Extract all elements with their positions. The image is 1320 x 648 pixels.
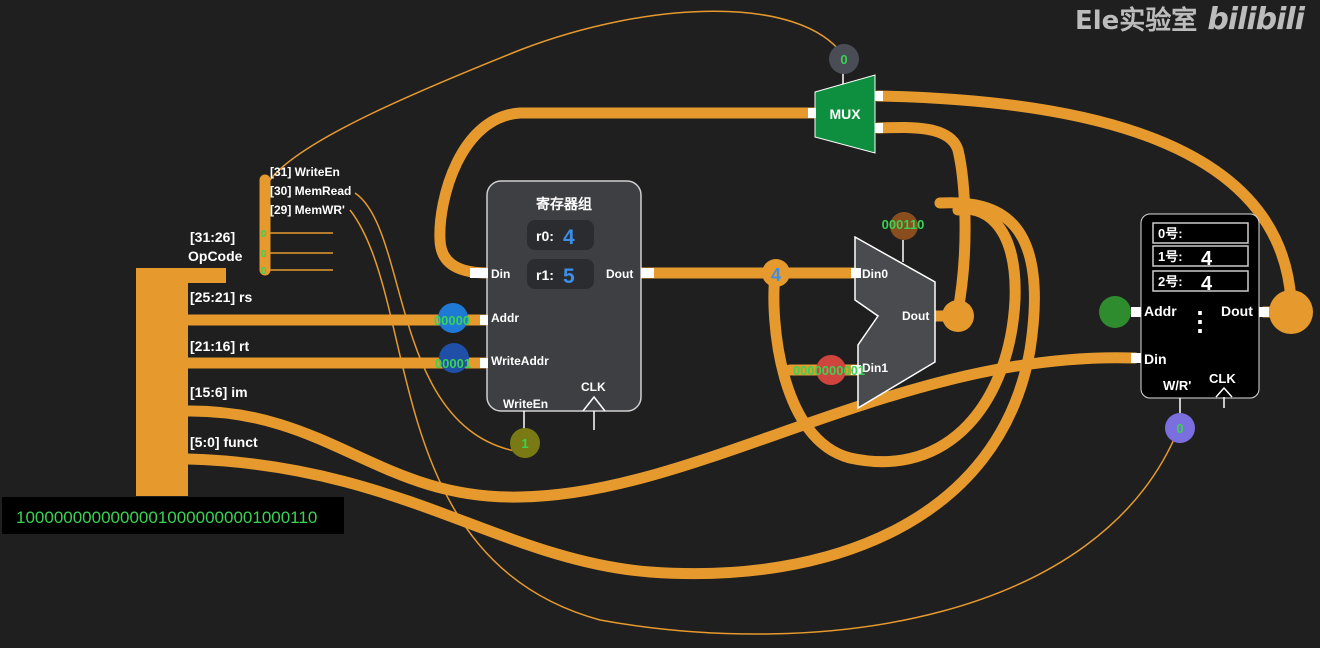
addr-probe-value: 00000: [434, 313, 470, 328]
bus-mux-to-top-mux: [872, 122, 971, 322]
memory-slot-0-label: 0号:: [1158, 226, 1183, 241]
middle-mux-dout: Dout: [902, 309, 929, 323]
wr-probe-value: 0: [1176, 421, 1183, 436]
memory-slot-1-label: 1号:: [1158, 249, 1183, 264]
bus-funct: [182, 197, 1040, 580]
write-addr-probe: [439, 343, 469, 373]
bus-dout-loop: [768, 203, 1021, 468]
top-mux-select-probe: [829, 44, 859, 74]
im-probe: [816, 355, 846, 385]
register-writeen-port: WriteEn: [503, 397, 548, 411]
top-mux-label: MUX: [829, 106, 861, 122]
memory-slot-2-value: 4: [1201, 273, 1213, 295]
register-clk-port: CLK: [581, 380, 606, 394]
field-labels: [31] WriteEn [30] MemRead [29] MemWR' [3…: [188, 165, 351, 450]
svg-text:0: 0: [261, 249, 267, 260]
instruction-bits: 10000000000000010000000001000110: [16, 508, 317, 527]
opcode-branch: [136, 268, 226, 283]
middle-mux: [854, 235, 936, 410]
opcode-vertical: [262, 178, 269, 270]
label-opcode-range: [31:26]: [190, 229, 235, 245]
wire-memread: [354, 192, 521, 453]
wire-writeen-to-mux-select: [269, 10, 844, 181]
memory-slot-1-value: 4: [1201, 248, 1213, 270]
memory-slot-1: [1152, 245, 1249, 267]
register-addr-port: Addr: [491, 311, 519, 325]
register-file-title: 寄存器组: [536, 196, 592, 212]
watermark: Ele实验室 bilibili: [1075, 0, 1305, 37]
bus-im-to-mem-din: [182, 352, 1141, 503]
memory-addr-probe: [1099, 296, 1131, 328]
write-addr-probe-value: 00001: [435, 356, 471, 371]
middle-mux-select-value: 000110: [882, 217, 925, 232]
thick-data-buses: [182, 90, 1297, 580]
register-r0-box: [527, 220, 594, 250]
memory-din-port: Din: [1144, 351, 1167, 367]
register-r0-label: r0:: [536, 228, 554, 244]
register-r1-box: [527, 259, 594, 289]
wire-memwr-to-wr: [349, 209, 1179, 635]
middle-mux-output-node: [942, 300, 974, 332]
instruction-display: [2, 497, 344, 534]
write-en-probe-value: 1: [521, 436, 528, 451]
memory-dout-port: Dout: [1221, 303, 1253, 319]
memory-dout-node: [1269, 290, 1313, 334]
svg-text:0: 0: [261, 266, 267, 277]
memory-wr-port: W/R': [1163, 378, 1191, 393]
dout-probe-value: 4: [771, 265, 781, 285]
memory-slot-2: [1152, 270, 1249, 292]
bus-top-mux-to-din: [434, 107, 821, 279]
memory-slot-2-label: 2号:: [1158, 274, 1183, 289]
dout-probe: [762, 259, 790, 287]
register-dout-port: Dout: [606, 267, 633, 281]
top-mux-select-value: 0: [840, 52, 847, 67]
register-writeaddr-port: WriteAddr: [491, 354, 549, 368]
memory-slot-0: [1152, 222, 1249, 244]
label-memread: [30] MemRead: [270, 184, 351, 198]
label-opcode: OpCode: [188, 248, 243, 264]
addr-probe: [438, 303, 468, 333]
register-clk-triangle: [582, 395, 606, 412]
opcode-bit-values: 0 0 0: [261, 229, 267, 277]
bus-top-mux-to-mem-dout: [872, 90, 1297, 306]
register-r1-value: 5: [563, 265, 575, 288]
label-rt: [21:16] rt: [190, 338, 249, 354]
register-r0-value: 4: [563, 226, 575, 249]
data-memory: [1140, 213, 1260, 399]
register-r1-label: r1:: [536, 267, 554, 283]
thin-control-wires: [267, 10, 1179, 635]
register-file: [486, 180, 642, 412]
memory-ellipsis: ⋮: [1187, 306, 1213, 336]
label-im: [15:6] im: [190, 384, 248, 400]
watermark-site-logo: bilibili: [1207, 2, 1305, 37]
label-memwr: [29] MemWR': [270, 203, 345, 217]
memory-addr-port: Addr: [1144, 303, 1177, 319]
memory-clk-port: CLK: [1209, 371, 1236, 386]
middle-mux-din1: Din1: [862, 361, 888, 375]
label-rs: [25:21] rs: [190, 289, 252, 305]
wire-opcode-stubs: [267, 232, 333, 271]
write-en-probe: [510, 428, 540, 458]
middle-mux-select-probe: [890, 212, 918, 240]
watermark-channel: Ele实验室: [1075, 6, 1198, 36]
instruction-splitter: [136, 268, 188, 496]
wr-probe: [1165, 413, 1195, 443]
top-mux: [814, 74, 876, 154]
svg-text:0: 0: [261, 229, 267, 240]
middle-mux-din0: Din0: [862, 267, 888, 281]
register-din-port: Din: [491, 267, 510, 281]
label-writeen: [31] WriteEn: [270, 165, 340, 179]
label-funct: [5:0] funct: [190, 434, 258, 450]
im-probe-value: 0000000001: [793, 363, 865, 378]
